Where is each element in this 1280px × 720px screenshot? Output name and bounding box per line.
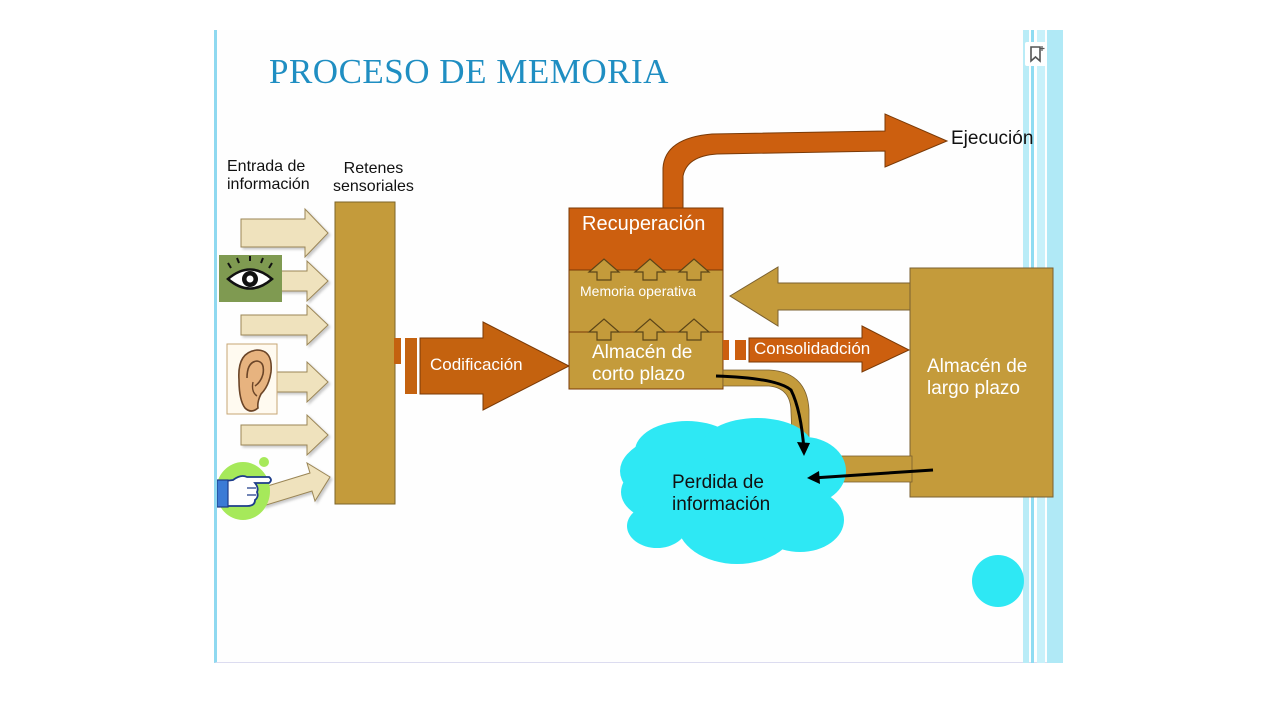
bookmark-button[interactable] [1025,42,1047,66]
input-arrow [240,303,329,347]
consolidation-arrow [748,325,911,373]
consolidation-bar [735,340,746,360]
input-label: Entrada de información [227,158,310,194]
consolidation-bar [723,340,729,360]
execution-label: Ejecución [951,128,1034,149]
retrieval-box [568,207,724,271]
coding-bar [394,338,401,364]
sensory-buffer-label: Retenes sensoriales [333,160,414,196]
loss-arrow-long [812,468,934,480]
eye-icon [219,255,282,302]
up-arrow [677,318,711,341]
loss-arrowhead [807,471,820,484]
input-arrow [274,360,329,404]
bookmark-icon [1030,46,1045,63]
long-term-store-box [909,267,1054,498]
up-arrow [677,258,711,281]
coding-arrow [419,321,571,411]
up-arrow [633,258,667,281]
decorative-circle [972,555,1024,607]
loss-cloud [620,418,846,564]
input-arrow [240,207,329,259]
coding-label: Codificación [430,355,523,374]
short-term-store-label: Almacén de corto plazo [592,342,693,385]
long-term-store-label: Almacén de largo plazo [927,356,1028,399]
working-memory-label: Memoria operativa [580,283,696,299]
input-arrow [276,259,329,303]
retrieval-label: Recuperación [582,213,706,235]
up-arrow [587,318,621,341]
input-arrow [260,461,331,507]
slide: PROCESO DE MEMORIA [214,30,1063,663]
short-term-store-box [568,331,724,390]
consolidation-label: Consolidadción [754,339,871,358]
memory-process-diagram [217,113,1054,607]
loss-label: Perdida de información [672,472,771,515]
coding-bar [405,338,417,394]
input-arrow [240,413,329,457]
pointing-hand-icon [217,457,272,520]
retrieval-return-arrow [729,266,911,327]
page-title: PROCESO DE MEMORIA [269,52,669,91]
right-border-stripe [1047,30,1063,663]
up-arrow [633,318,667,341]
input-arrows [240,207,331,507]
execution-arrow [662,113,949,209]
loss-arrowhead [797,442,810,456]
sensory-buffer-bar [334,201,396,505]
up-arrow [587,258,621,281]
ear-icon [226,343,278,415]
loss-arrow-short [715,374,806,451]
